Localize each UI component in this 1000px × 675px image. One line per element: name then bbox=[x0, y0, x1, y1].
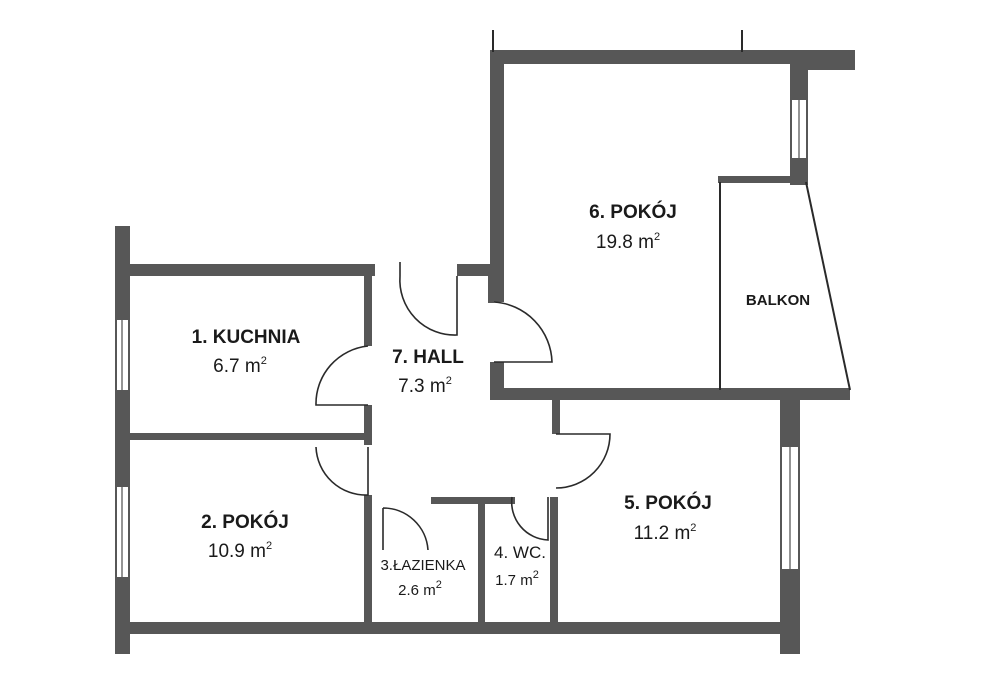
room-pokoj2-name: 2. POKÓJ bbox=[201, 511, 289, 533]
room-pokoj6-name: 6. POKÓJ bbox=[589, 201, 677, 223]
wall-room6-left bbox=[490, 50, 504, 302]
wall-hall-left-mid bbox=[364, 405, 372, 445]
room-hall-area: 7.3 m2 bbox=[398, 375, 452, 397]
door-wc bbox=[510, 496, 549, 541]
wall-bottom bbox=[115, 622, 800, 634]
door-room2 bbox=[315, 446, 369, 496]
wall-room5-left-upper bbox=[552, 396, 560, 434]
inner-walls bbox=[130, 264, 560, 625]
room-hall-name: 7. HALL bbox=[392, 347, 464, 368]
doors bbox=[315, 262, 611, 551]
balcony-label: BALKON bbox=[746, 292, 810, 309]
room-pokoj6-area: 19.8 m2 bbox=[596, 231, 660, 253]
wall-room6-bottom bbox=[490, 388, 850, 400]
door-room6 bbox=[493, 301, 553, 363]
wall-room2-bath bbox=[364, 495, 372, 625]
room-pokoj5-area: 11.2 m2 bbox=[634, 522, 697, 544]
balcony bbox=[719, 181, 851, 391]
wall-wc-room5 bbox=[550, 497, 558, 625]
room-labels: 1. KUCHNIA 6.7 m2 2. POKÓJ 10.9 m2 3.ŁAZ… bbox=[192, 201, 810, 599]
wall-balcony-top bbox=[718, 176, 808, 183]
room-pokoj2-area: 10.9 m2 bbox=[208, 540, 272, 562]
wall-hall-right-upper bbox=[488, 275, 494, 303]
room-lazienka-area: 2.6 m2 bbox=[398, 579, 442, 599]
room-wc-area: 1.7 m2 bbox=[495, 569, 539, 589]
wall-kitchen-top bbox=[115, 264, 375, 276]
door-kitchen bbox=[315, 345, 369, 406]
balcony-right-edge bbox=[805, 181, 851, 391]
wall-kitchen-hall bbox=[364, 264, 372, 346]
wall-room6-top bbox=[490, 50, 855, 64]
wall-kitchen-bottom bbox=[130, 433, 370, 440]
door-bathroom bbox=[382, 507, 429, 551]
wall-bath-top bbox=[431, 497, 515, 504]
door-room5 bbox=[555, 433, 611, 489]
room-pokoj5-name: 5. POKÓJ bbox=[624, 492, 712, 514]
room-lazienka-name: 3.ŁAZIENKA bbox=[380, 557, 465, 574]
wall-room5-top-right bbox=[780, 388, 800, 418]
windows bbox=[117, 100, 806, 577]
wall-bath-wc bbox=[478, 497, 485, 625]
room-kuchnia-area: 6.7 m2 bbox=[213, 355, 267, 377]
wall-top-right-return bbox=[806, 50, 855, 70]
wall-left-top-stub bbox=[115, 226, 130, 266]
room-wc-name: 4. WC. bbox=[494, 543, 546, 562]
door-hall-top bbox=[399, 262, 458, 336]
room-kuchnia-name: 1. KUCHNIA bbox=[192, 327, 301, 348]
